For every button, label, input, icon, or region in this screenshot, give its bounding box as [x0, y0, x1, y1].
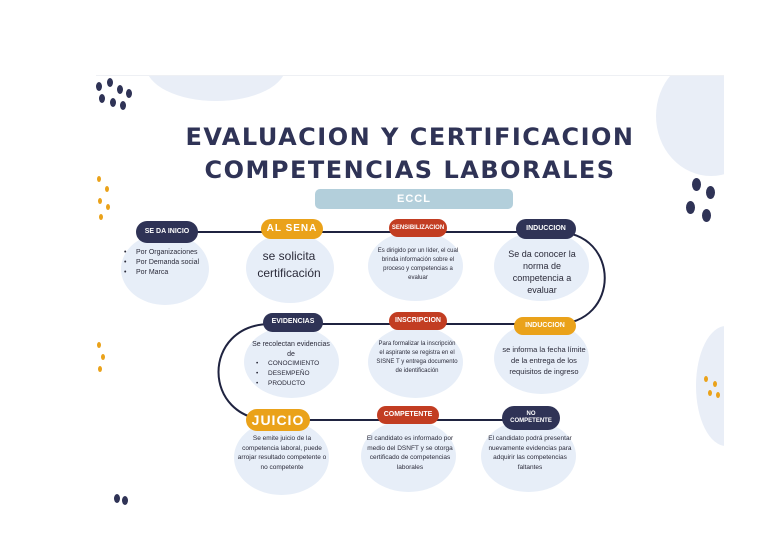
step-circle	[234, 420, 329, 495]
list-item: CONOCIMIENTO	[256, 360, 346, 367]
step-al-sena-text: se solicita certificación	[257, 249, 321, 280]
list-item: DESEMPEÑO	[256, 370, 346, 377]
step-evidencias-pill: EVIDENCIAS	[263, 313, 323, 332]
step-evidencias-text: Se recolectan evidencias de	[252, 341, 330, 358]
step-competente-text: El candidato es informado por medio del …	[366, 435, 454, 471]
list-item: Por Marca	[124, 269, 219, 276]
step-circle	[494, 231, 589, 301]
step-no-competente-text: El candidato podrá presentar nuevamente …	[488, 435, 572, 471]
step-competente-pill: COMPETENTE	[377, 406, 439, 424]
list-item: Por Demanda social	[124, 259, 219, 266]
list-item: PRODUCTO	[256, 380, 346, 387]
step-juicio-text: Se emite juicio de la competencia labora…	[237, 435, 327, 471]
title-line-2: COMPETENCIAS LABORALES	[204, 156, 616, 184]
eccl-badge: ECCL	[315, 189, 513, 209]
step-circle	[361, 420, 456, 492]
step-induccion-2-pill: INDUCCION	[514, 317, 576, 335]
step-sensibilizacion-pill: SENSIBILIZACION	[389, 219, 447, 237]
step-evidencias-list: CONOCIMIENTO DESEMPEÑO PRODUCTO	[256, 360, 346, 390]
step-circle	[246, 233, 334, 303]
step-circle	[368, 231, 463, 301]
step-juicio-pill: JUICIO	[246, 409, 310, 431]
step-sensibilizacion-text: Es dirigido por un líder, el cual brinda…	[377, 248, 459, 281]
step-induccion-1-pill: INDUCCION	[516, 219, 576, 239]
step-inscripcion-text: Para formalizar la inscripción el aspira…	[376, 341, 458, 374]
infographic-card: EVALUACION Y CERTIFICACION COMPETENCIAS …	[96, 75, 724, 506]
step-inscripcion-pill: INSCRIPCION	[389, 312, 447, 330]
step-se-da-inicio-pill: SE DA INICIO	[136, 221, 198, 243]
list-item: Por Organizaciones	[124, 249, 219, 256]
step-induccion-1-text: Se da conocer la norma de competencia a …	[508, 249, 576, 295]
step-circle	[368, 326, 463, 398]
step-no-competente-pill: NO COMPETENTE	[502, 406, 560, 430]
step-se-da-inicio-list: Por Organizaciones Por Demanda social Po…	[124, 249, 219, 279]
step-induccion-2-text: se informa la fecha límite de la entrega…	[502, 345, 586, 376]
title-line-1: EVALUACION Y CERTIFICACION	[185, 123, 635, 151]
step-al-sena-pill: AL SENA	[261, 219, 323, 239]
step-circle	[481, 420, 576, 492]
